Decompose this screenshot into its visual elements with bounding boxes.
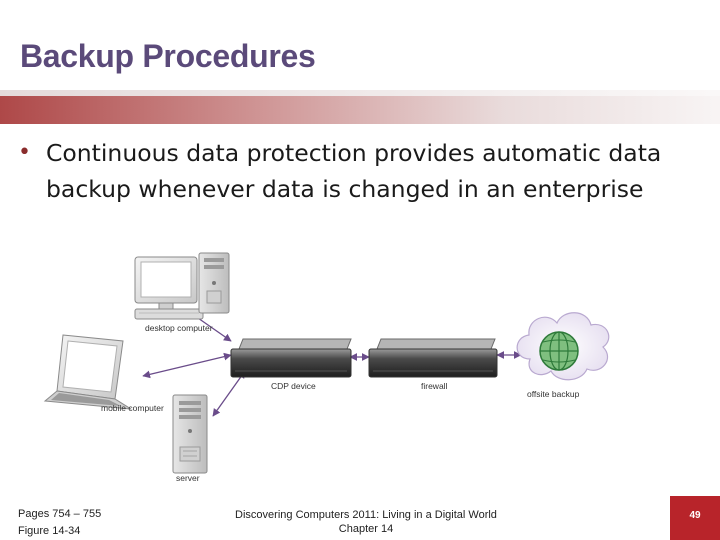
globe-icon bbox=[539, 331, 579, 371]
bullet-text: Continuous data protection provides auto… bbox=[46, 139, 662, 203]
desktop-label: desktop computer bbox=[145, 323, 213, 333]
cdp-device-icon bbox=[230, 338, 352, 378]
footer-pages: Pages 754 – 755 bbox=[18, 508, 102, 520]
laptop-icon bbox=[43, 334, 132, 410]
footer-figure: Figure 14-34 bbox=[18, 525, 81, 537]
footer-book: Discovering Computers 2011: Living in a … bbox=[225, 508, 507, 536]
desktop-computer-icon bbox=[134, 252, 230, 320]
header-band-top bbox=[0, 90, 720, 96]
offsite-label: offsite backup bbox=[527, 389, 580, 399]
firewall-label: firewall bbox=[421, 381, 448, 391]
slide-title: Backup Procedures bbox=[20, 38, 316, 74]
mobile-label: mobile computer bbox=[101, 403, 164, 413]
cdp-diagram: desktop computer mobile computer server bbox=[35, 251, 684, 483]
server-label: server bbox=[176, 473, 200, 482]
bullet-marker: • bbox=[18, 140, 31, 165]
footer-book-title: Discovering Computers 2011: Living in a … bbox=[235, 509, 497, 521]
page-number-badge: 49 bbox=[670, 496, 720, 540]
header-band bbox=[0, 96, 720, 124]
connection-lines bbox=[142, 308, 522, 417]
server-icon bbox=[172, 394, 208, 474]
cdp-label: CDP device bbox=[271, 381, 316, 391]
footer-chapter: Chapter 14 bbox=[338, 523, 394, 535]
firewall-icon bbox=[368, 338, 498, 378]
footer-reference: Pages 754 – 755 Figure 14-34 bbox=[18, 506, 101, 540]
